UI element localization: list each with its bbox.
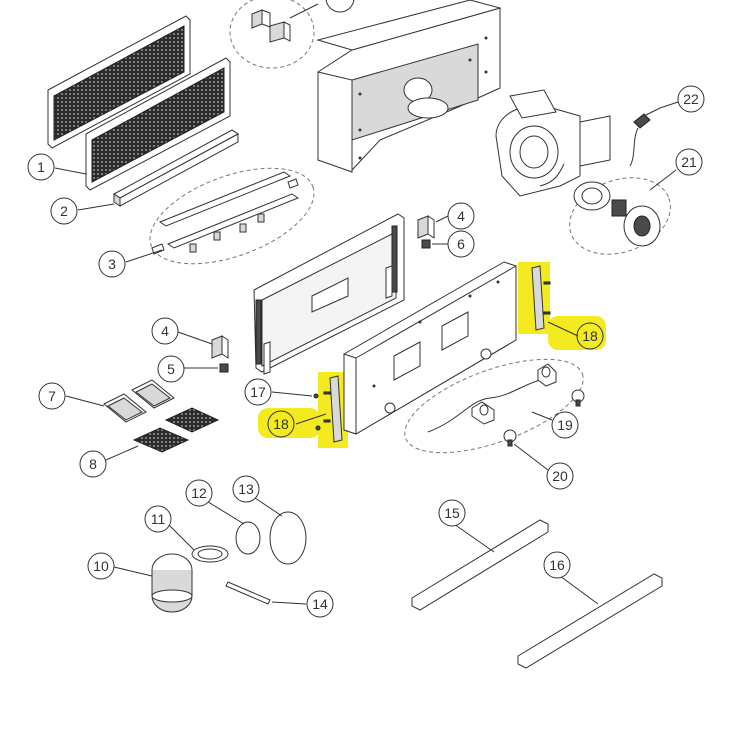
- callout-7: 7: [48, 388, 56, 404]
- duct-collar: 10 11: [87, 505, 229, 613]
- callout-15: 15: [444, 505, 460, 521]
- callout-17: 17: [250, 384, 266, 400]
- callout-20: 20: [552, 468, 568, 484]
- bracket-14: 14: [225, 581, 334, 618]
- callout-22: 22: [683, 91, 699, 107]
- clip-left: 4 5: [151, 317, 229, 383]
- motor-housing: [495, 89, 611, 197]
- callout-13: 13: [238, 481, 254, 497]
- highlight-callout-18-left: [258, 408, 320, 438]
- fan-assembly: 21: [569, 148, 703, 255]
- callout-4-top: 4: [457, 208, 465, 224]
- callout-19: 19: [557, 417, 573, 433]
- callout-10: 10: [93, 558, 109, 574]
- top-fixing-parts: [229, 0, 355, 69]
- carbon-filter-frames: 7: [38, 379, 175, 423]
- power-cord: 22: [629, 85, 705, 167]
- callout-14: 14: [312, 596, 328, 612]
- grease-filters: 1: [27, 15, 231, 191]
- callout-5: 5: [167, 361, 175, 377]
- main-canopy-box: [316, 0, 502, 173]
- knobs-20: 20: [503, 389, 585, 490]
- callout-18-right: 18: [582, 328, 598, 344]
- front-strip: 2: [50, 129, 239, 225]
- screws-17: 17: [244, 378, 321, 431]
- callout-4-left: 4: [161, 323, 169, 339]
- rail-15: 15: [411, 499, 549, 611]
- callout-16: 16: [549, 557, 565, 573]
- inner-frame-panel: [253, 213, 405, 375]
- discs: 12 13: [185, 475, 307, 565]
- carbon-mesh-pads: 8: [79, 407, 220, 478]
- bracket-left: 18: [267, 375, 343, 443]
- rail-set: 3: [98, 167, 315, 278]
- callout-6: 6: [457, 236, 465, 252]
- callout-21: 21: [681, 154, 697, 170]
- rail-16: 16: [517, 551, 663, 669]
- callout-3: 3: [108, 256, 116, 272]
- callout-12: 12: [191, 485, 207, 501]
- light-assembly: 19: [404, 358, 584, 454]
- front-panel: [343, 261, 517, 435]
- bracket-right: 18: [531, 265, 604, 350]
- clip-top-right: 4 6: [417, 202, 475, 258]
- callout-8: 8: [89, 456, 97, 472]
- callout-11: 11: [151, 511, 166, 527]
- callout-2: 2: [60, 203, 68, 219]
- callout-1: 1: [37, 159, 45, 175]
- callout-18-left: 18: [273, 416, 289, 432]
